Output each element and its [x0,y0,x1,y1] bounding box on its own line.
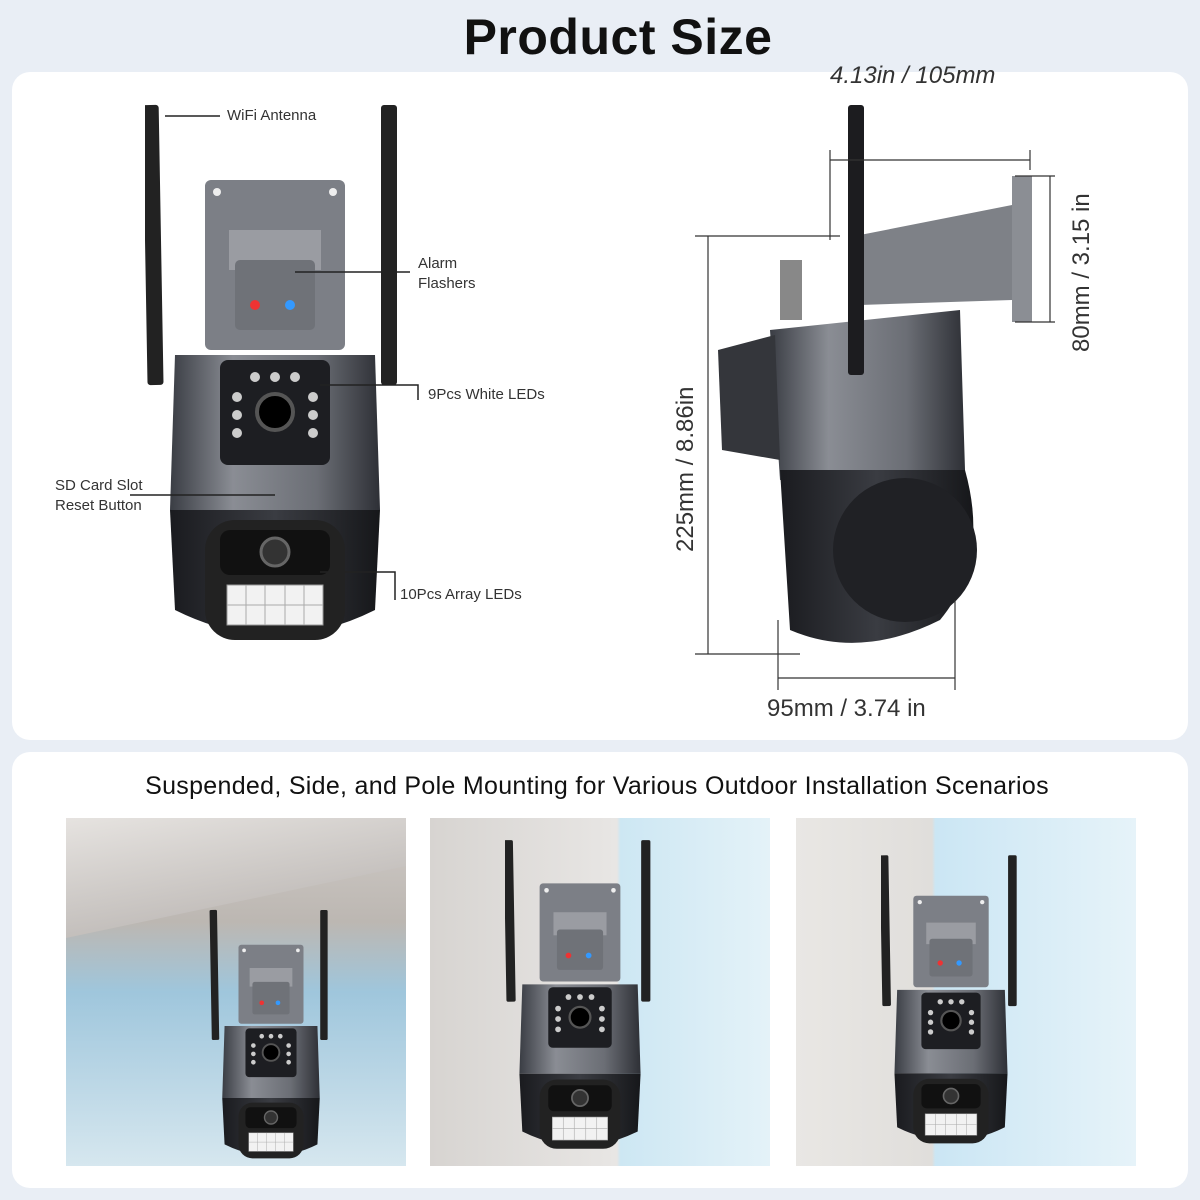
dimension-lines [695,150,1055,690]
dim-total-height: 225mm / 8.86in [672,386,699,552]
callout-wifi-antenna: WiFi Antenna [227,107,317,124]
scene-pole-mount [796,818,1136,1166]
callout-lines [130,115,419,600]
dim-bracket-height: 80mm / 3.15 in [1068,193,1095,352]
camera-side-view [718,105,1032,643]
mounting-heading: Suspended, Side, and Pole Mounting for V… [145,772,1049,800]
scene-suspended-mount [66,818,406,1166]
callout-alarm-line2: Flashers [418,275,476,292]
scene-side-mount [430,818,770,1166]
callout-white-leds: 9Pcs White LEDs [428,386,545,403]
callout-alarm-line1: Alarm [418,255,458,272]
callout-array-leds: 10Pcs Array LEDs [400,586,522,603]
camera-front-view [145,102,399,643]
dim-width-top: 4.13in / 105mm [830,62,996,89]
dim-body-width: 95mm / 3.74 in [767,695,926,722]
callout-sd-line1: SD Card Slot [55,477,143,494]
callout-sd-line2: Reset Button [55,497,142,514]
page-title: Product Size [463,9,773,65]
